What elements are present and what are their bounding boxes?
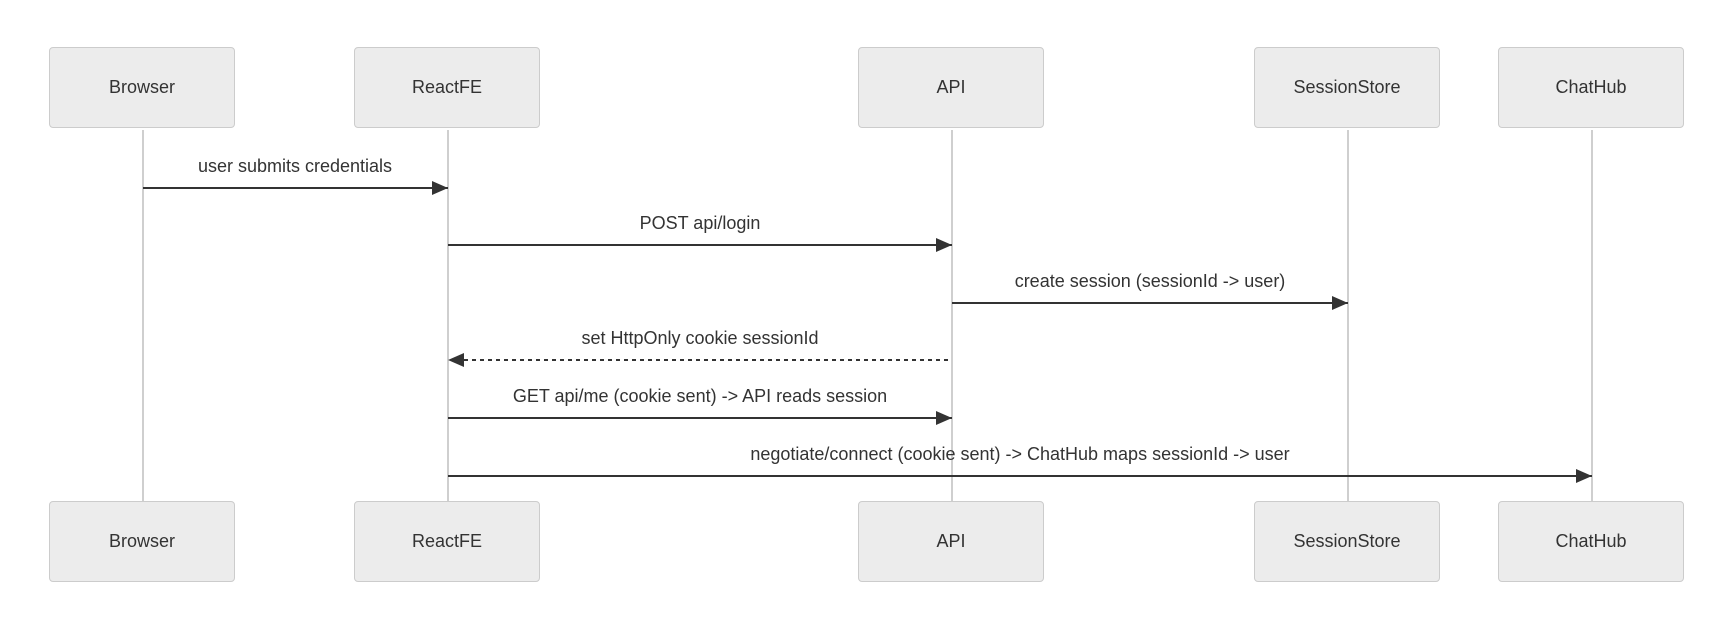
message-arrow — [448, 417, 952, 419]
message-label: create session (sessionId -> user) — [1014, 271, 1286, 291]
actor-chathub-bottom: ChatHub — [1498, 501, 1684, 582]
arrowhead — [448, 353, 464, 367]
actor-label: Browser — [108, 531, 175, 551]
arrowhead — [1576, 469, 1592, 483]
actor-reactfe-bottom: ReactFE — [354, 501, 540, 582]
message-label: POST api/login — [639, 213, 761, 233]
arrowhead — [936, 411, 952, 425]
actor-label: ChatHub — [1555, 531, 1627, 551]
actor-label: SessionStore — [1293, 531, 1401, 551]
arrowhead — [936, 238, 952, 252]
message-label: negotiate/connect (cookie sent) -> ChatH… — [750, 444, 1290, 464]
actor-api-top: API — [858, 47, 1044, 128]
actor-chathub-top: ChatHub — [1498, 47, 1684, 128]
actor-sessionstore-top: SessionStore — [1254, 47, 1440, 128]
actor-label: API — [936, 531, 966, 551]
lifeline-browser — [142, 130, 144, 501]
actor-label: ReactFE — [411, 77, 483, 97]
lifeline-reactfe — [447, 130, 449, 501]
actor-label: ReactFE — [411, 531, 483, 551]
actor-label: ChatHub — [1555, 77, 1627, 97]
arrowhead — [432, 181, 448, 195]
arrowhead — [1332, 296, 1348, 310]
actor-label: SessionStore — [1293, 77, 1401, 97]
lifeline-sessionstore — [1347, 130, 1349, 501]
message-arrow — [448, 475, 1592, 477]
message-arrow-dashed — [464, 359, 952, 361]
actor-sessionstore-bottom: SessionStore — [1254, 501, 1440, 582]
actor-label: API — [936, 77, 966, 97]
message-label: GET api/me (cookie sent) -> API reads se… — [512, 386, 888, 406]
lifeline-chathub — [1591, 130, 1593, 501]
lifeline-api — [951, 130, 953, 501]
actor-browser-bottom: Browser — [49, 501, 235, 582]
actor-api-bottom: API — [858, 501, 1044, 582]
message-arrow — [143, 187, 448, 189]
message-arrow — [448, 244, 952, 246]
message-label: set HttpOnly cookie sessionId — [581, 328, 819, 348]
message-label: user submits credentials — [197, 156, 393, 176]
actor-browser-top: Browser — [49, 47, 235, 128]
actor-reactfe-top: ReactFE — [354, 47, 540, 128]
message-arrow — [952, 302, 1348, 304]
actor-label: Browser — [108, 77, 175, 97]
